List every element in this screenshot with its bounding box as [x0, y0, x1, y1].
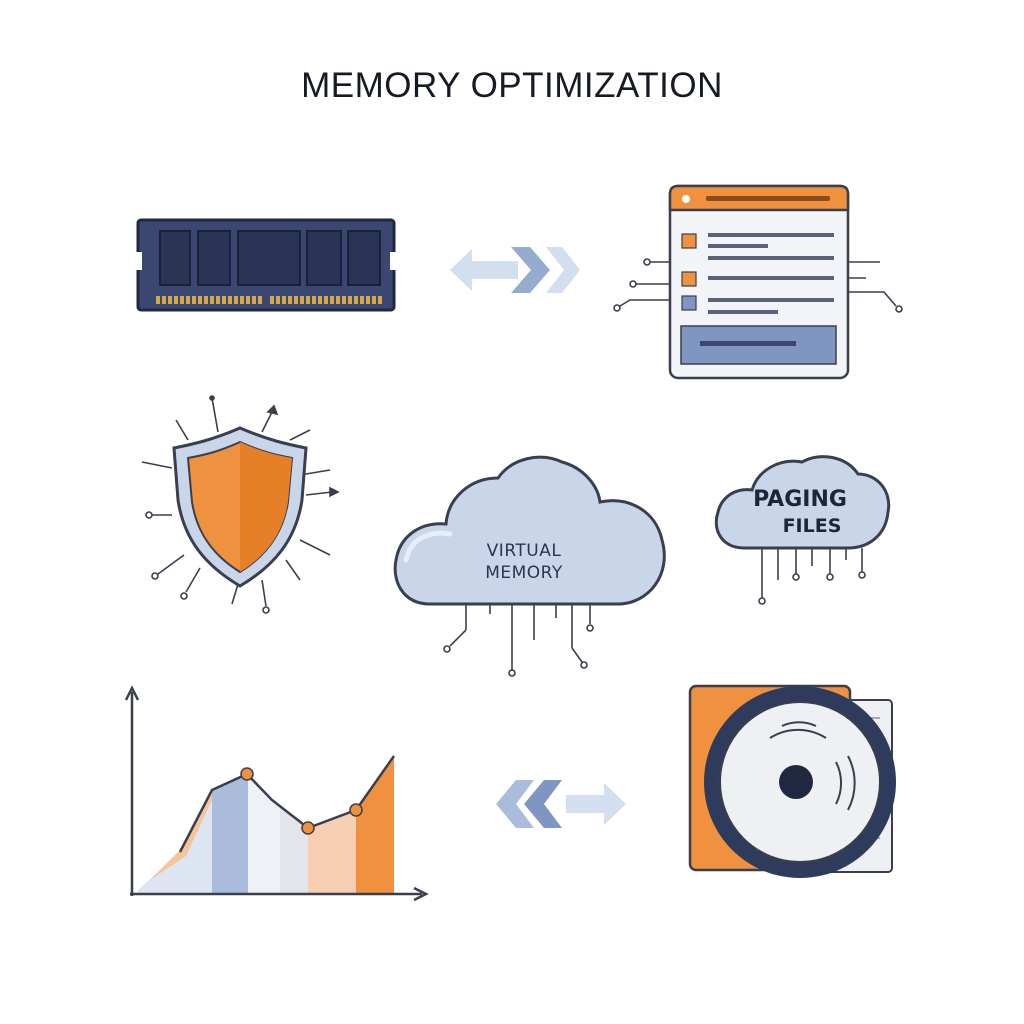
- ram-module-icon: [134, 218, 398, 312]
- return-arrows-icon: [496, 780, 626, 828]
- paging-files-label-line2: FILES: [783, 515, 842, 537]
- ram-pins: [156, 296, 382, 304]
- shield-icon: [141, 395, 340, 614]
- disk-drive-icon: [688, 684, 896, 878]
- app-window-icon: [613, 184, 903, 380]
- cloud-icon: VIRTUAL MEMORY: [393, 455, 666, 677]
- virtual-memory-label-line1: VIRTUAL: [487, 541, 562, 561]
- area-chart-icon: [124, 685, 429, 902]
- small-cloud-icon: PAGING FILES: [714, 455, 891, 605]
- page-title: MEMORY OPTIMIZATION: [301, 66, 723, 105]
- paging-files-label-line1: PAGING: [753, 487, 847, 512]
- transfer-arrows-icon: [450, 247, 580, 293]
- virtual-memory-label-line2: MEMORY: [485, 563, 563, 583]
